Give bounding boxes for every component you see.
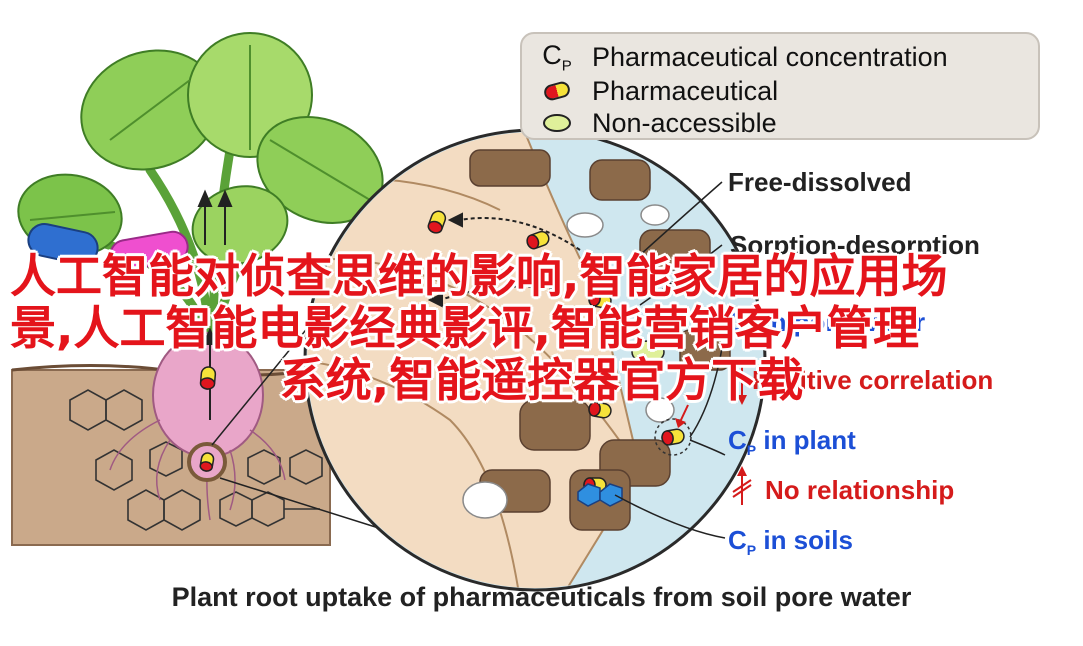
pink-capsule: [109, 230, 189, 272]
leader-lines: [614, 181, 726, 539]
non-accessible-molecule: [631, 340, 665, 364]
root-tissue: [307, 132, 642, 588]
legend-row-non-accessible: Non-accessible: [522, 106, 777, 140]
cp-symbol: CP: [542, 39, 572, 75]
overlay-line-3: 系统,智能遥控器官方下载: [279, 353, 804, 407]
overlay-line-1: 人工智能对侦查思维的影响,智能家居的应用场: [10, 249, 948, 303]
molecule-structures: [69, 389, 323, 531]
relationship-arrows: [675, 365, 752, 505]
flow-arrows: [427, 212, 581, 308]
label-no-relationship: No relationship: [765, 475, 955, 505]
blue-capsule: [27, 223, 99, 265]
legend-label: Pharmaceutical: [592, 75, 779, 106]
overlay-text: 人工智能对侦查思维的影响,智能家居的应用场 景,人工智能电影经典影评,智能营销客…: [0, 250, 1083, 406]
label-cp-soils: CP in soils: [728, 525, 853, 559]
leaf-veins: [29, 45, 371, 221]
label-positive-correlation: Positive correlation: [752, 365, 994, 395]
label-cp-pore-water: CP in pore water: [728, 307, 926, 341]
legend-label: Non-accessible: [592, 107, 777, 138]
legend-label: Pharmaceutical concentration: [592, 41, 948, 72]
root-hairs: [109, 419, 286, 521]
legend-row-pharmaceutical: Pharmaceutical: [522, 74, 778, 108]
sorbed-hexagon-2: [599, 483, 623, 507]
stones: [462, 204, 675, 519]
pill-icon: [542, 79, 572, 103]
overlay-line-2: 景,人工智能电影经典影评,智能营销客户管理: [10, 301, 919, 355]
ellipse-icon: [543, 114, 571, 132]
label-free-dissolved: Free-dissolved: [728, 167, 912, 197]
caption: Plant root uptake of pharmaceuticals fro…: [171, 582, 912, 612]
legend-row-concentration: CP Pharmaceutical concentration: [522, 39, 948, 75]
label-sorption-desorption: Sorption-desorption: [730, 230, 980, 260]
label-cp-plant: CP in plant: [728, 425, 856, 459]
highlight-circle: [654, 418, 692, 456]
pharmaceutical-molecules: [199, 210, 685, 493]
legend: CP Pharmaceutical concentration Pharmace…: [520, 32, 1040, 140]
